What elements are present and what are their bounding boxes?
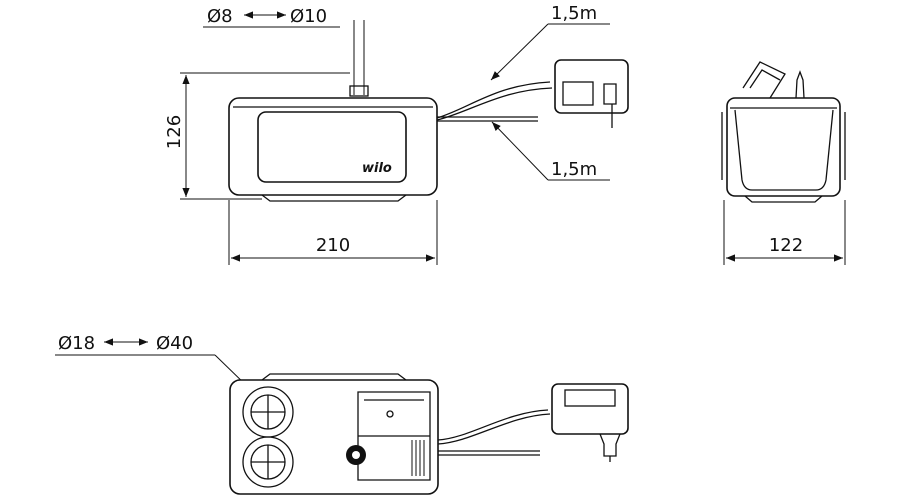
top-cable-upper <box>437 409 549 441</box>
top-plug-label <box>564 389 616 407</box>
top-plug-adapter <box>551 383 629 435</box>
side-feet <box>744 195 823 203</box>
cable-top-leader <box>490 23 549 81</box>
side-plug-adapter <box>742 61 786 99</box>
side-housing <box>726 97 841 197</box>
side-view: 122 <box>721 61 846 265</box>
inlet-2-outer <box>242 436 294 488</box>
brand-logo: wilo <box>362 161 392 176</box>
plug-adapter-label <box>562 81 594 106</box>
depth-label: 122 <box>769 235 803 256</box>
plug-adapter <box>554 59 629 114</box>
plug-socket <box>603 83 617 105</box>
cable-top-label: 1,5m <box>551 3 597 24</box>
top-cable-upper-b <box>437 413 551 445</box>
inlet-1 <box>242 386 294 438</box>
power-cable-upper <box>436 81 551 119</box>
height-label: 126 <box>164 115 185 149</box>
inlet-diameter-to-label: Ø40 <box>156 333 193 354</box>
top-view: Ø18 Ø40 <box>55 333 629 495</box>
side-outlet-nozzle <box>795 70 805 99</box>
outlet-port-hole <box>352 451 360 459</box>
cable-bottom-leader <box>491 121 549 181</box>
vent-grille <box>411 440 425 476</box>
inlet-diameter-from-label: Ø18 <box>58 333 95 354</box>
front-view: Ø8 Ø10 126 wilo 1,5m 1, <box>164 3 629 265</box>
width-label: 210 <box>316 235 350 256</box>
top-housing <box>229 379 439 495</box>
side-panel <box>734 109 834 191</box>
pump-front-panel <box>257 111 407 183</box>
top-plug-socket <box>599 433 621 457</box>
pipe-diameter-from-label: Ø8 <box>207 6 233 27</box>
cable-bottom-label: 1,5m <box>551 159 597 180</box>
inlet-2 <box>242 436 294 488</box>
power-cable-upper-b <box>436 87 553 121</box>
indicator-led <box>386 410 394 418</box>
pipe-diameter-to-label: Ø10 <box>290 6 327 27</box>
top-housing-rim <box>261 373 407 381</box>
outlet-pipe-base <box>349 85 369 97</box>
side-plug-inner <box>749 69 781 89</box>
housing-feet <box>261 194 407 202</box>
